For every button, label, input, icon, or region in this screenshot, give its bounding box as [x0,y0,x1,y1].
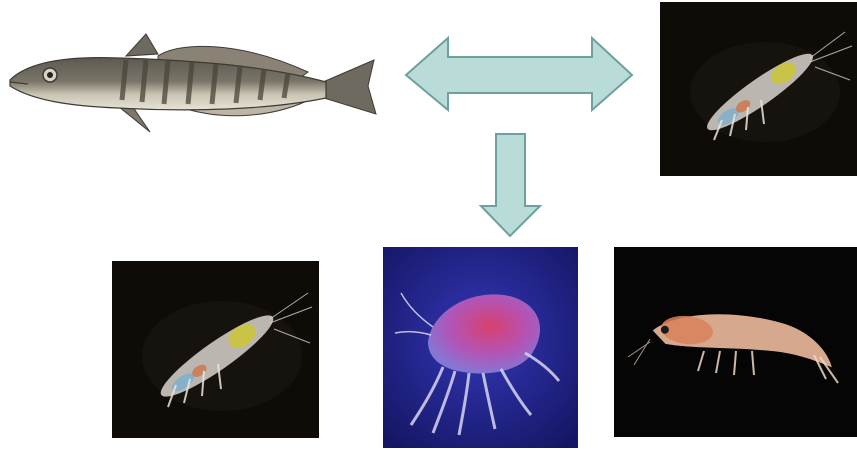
fish-dorsal-fin-front [126,34,158,56]
krill-photo-top [660,2,857,176]
amphipod-photo [383,247,578,448]
krill-photo-left [112,261,319,438]
fish-tail [323,60,376,114]
arrow-group [400,30,640,240]
shrimp-photo [614,247,857,437]
down-arrow [481,134,540,236]
fish-illustration [8,20,380,150]
double-headed-arrow [406,38,632,110]
